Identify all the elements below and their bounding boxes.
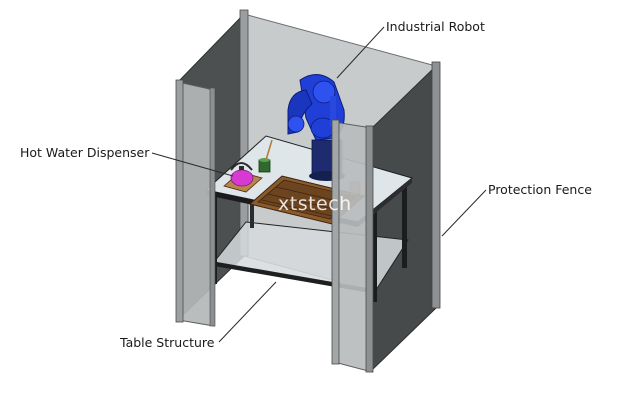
table-leader (218, 281, 277, 343)
robot-leader (336, 26, 385, 79)
leader-lines (151, 26, 487, 343)
label-industrial-robot: Industrial Robot (386, 19, 485, 34)
label-protection-fence: Protection Fence (488, 182, 592, 197)
label-table-structure: Table Structure (119, 335, 215, 350)
front-left-fence-post (175, 79, 216, 327)
front-right-fence-post (331, 119, 374, 373)
label-hot-water-dispenser: Hot Water Dispenser (20, 145, 150, 160)
brush-cup (258, 139, 273, 173)
fence-leader (441, 189, 487, 237)
dispenser-leader (151, 152, 234, 177)
watermark-text: xtstech (278, 193, 352, 215)
hot-water-dispenser (223, 162, 263, 193)
